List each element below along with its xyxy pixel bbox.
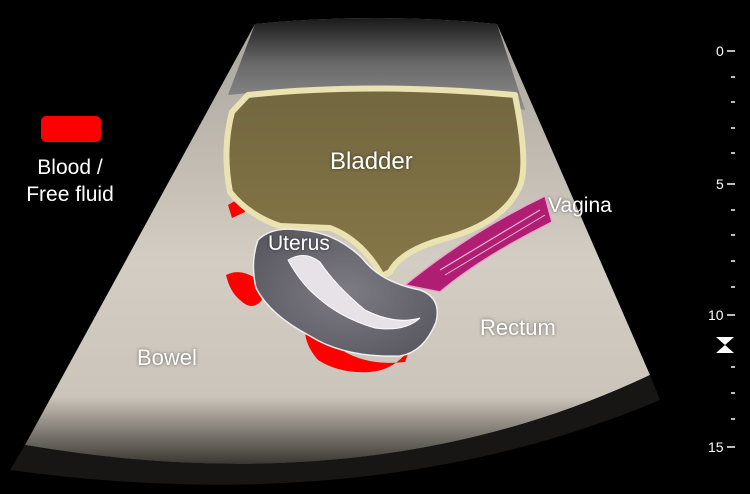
label-bowel: Bowel (137, 345, 197, 370)
label-bladder: Bladder (330, 148, 413, 175)
legend-swatch-blood (41, 116, 101, 142)
label-rectum: Rectum (480, 315, 556, 340)
depth-label-15: 15 (708, 439, 724, 455)
legend-line-1: Blood / (37, 156, 103, 179)
legend-line-2: Free fluid (26, 183, 114, 206)
depth-label-10: 10 (708, 307, 724, 323)
focus-marker-icon (716, 337, 734, 353)
depth-label-0: 0 (716, 43, 724, 59)
near-field (228, 18, 525, 110)
depth-label-5: 5 (716, 176, 724, 192)
vagina-region (403, 194, 553, 293)
depth-scale (727, 50, 735, 448)
bladder-region (223, 85, 527, 279)
endometrium (287, 255, 421, 330)
legend-label: Blood / Free fluid (14, 154, 126, 208)
label-uterus: Uterus (268, 232, 330, 255)
label-vagina: Vagina (548, 194, 612, 217)
